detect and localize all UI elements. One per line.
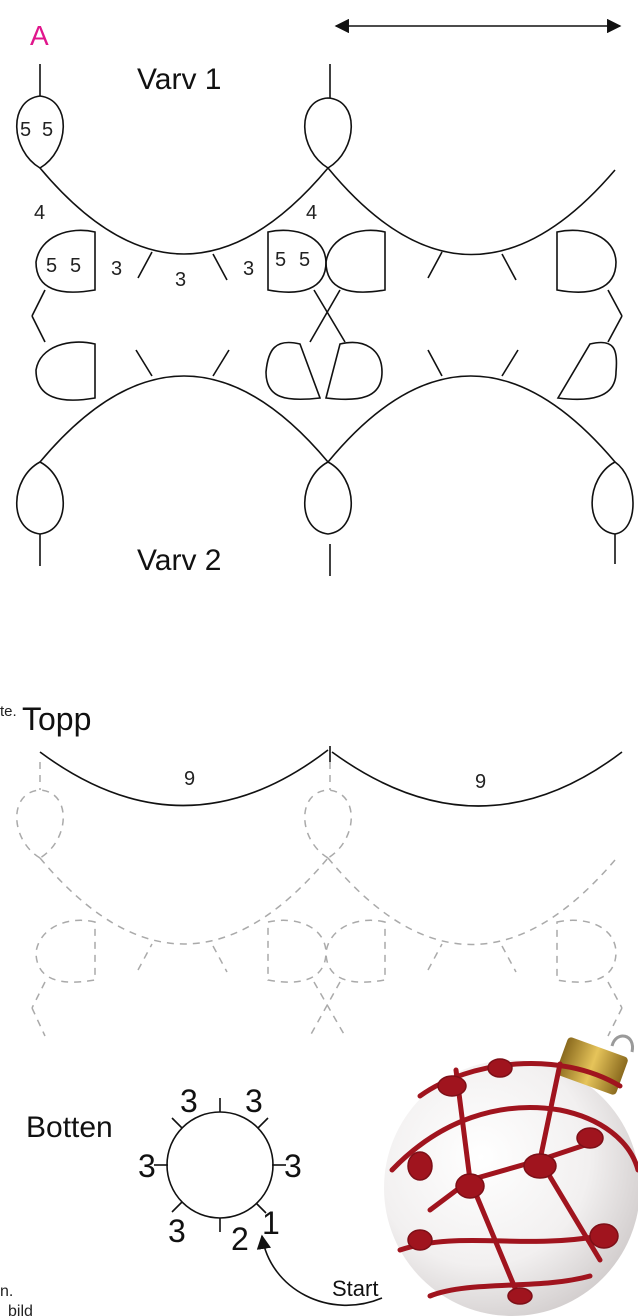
chain-right-count: 4 (306, 202, 317, 224)
topp-ghost-rounds (16, 762, 623, 1037)
christmas-ornament-photo (384, 1034, 638, 1316)
clipped-note-line-2: bild (8, 1303, 33, 1316)
chain-segment-3: 3 (243, 258, 254, 280)
curved-arrow-icon (256, 1234, 383, 1307)
ring-right-count-1: 5 (275, 249, 286, 271)
topp-arc-right (331, 751, 623, 807)
botten-count-4: 3 (284, 1148, 302, 1184)
topp-chain-right: 9 (475, 771, 486, 793)
ring-top-count-2: 5 (42, 119, 53, 141)
botten-count-6: 2 (231, 1221, 249, 1257)
ring-top-left (16, 95, 64, 169)
chain-segment-2: 3 (175, 269, 186, 291)
round1-diagram: 5 5 4 4 5 5 3 3 3 5 5 (16, 64, 623, 343)
botten-count-1: 3 (180, 1083, 198, 1119)
topp-label: Topp (22, 701, 91, 737)
round2-label: Varv 2 (137, 544, 221, 577)
botten-ring (166, 1111, 274, 1219)
chain-segment-1: 3 (111, 258, 122, 280)
section-botten: Botten 3 3 3 3 3 2 1 Start n. bild (0, 1083, 383, 1316)
ring-left-count-2: 5 (70, 255, 81, 277)
ring-left (35, 229, 96, 293)
start-label: Start (332, 1276, 378, 1301)
ring-top-count-1: 5 (20, 119, 31, 141)
round1-arc-right (327, 167, 616, 256)
ring-top-middle (304, 97, 352, 169)
section-marker: A (30, 20, 49, 51)
ring-left-count-1: 5 (46, 255, 57, 277)
botten-count-3: 3 (138, 1148, 156, 1184)
botten-count-7: 1 (262, 1205, 280, 1241)
round2-diagram (16, 341, 634, 576)
botten-label: Botten (26, 1111, 113, 1144)
botten-count-2: 3 (245, 1083, 263, 1119)
round1-label: Varv 1 (137, 63, 221, 96)
topp-chain-left: 9 (184, 768, 195, 790)
section-a: A Varv 1 (16, 18, 634, 577)
ring-right-count-2: 5 (299, 249, 310, 271)
clipped-note-line-1: n. (0, 1283, 13, 1300)
topp-arc-left (39, 749, 329, 807)
clipped-note-prefix: te. (0, 703, 17, 720)
section-topp: te. Topp 9 9 (0, 701, 623, 1037)
botten-count-5: 3 (168, 1213, 186, 1249)
chain-left-count: 4 (34, 202, 45, 224)
round1-arc-left (39, 167, 329, 255)
